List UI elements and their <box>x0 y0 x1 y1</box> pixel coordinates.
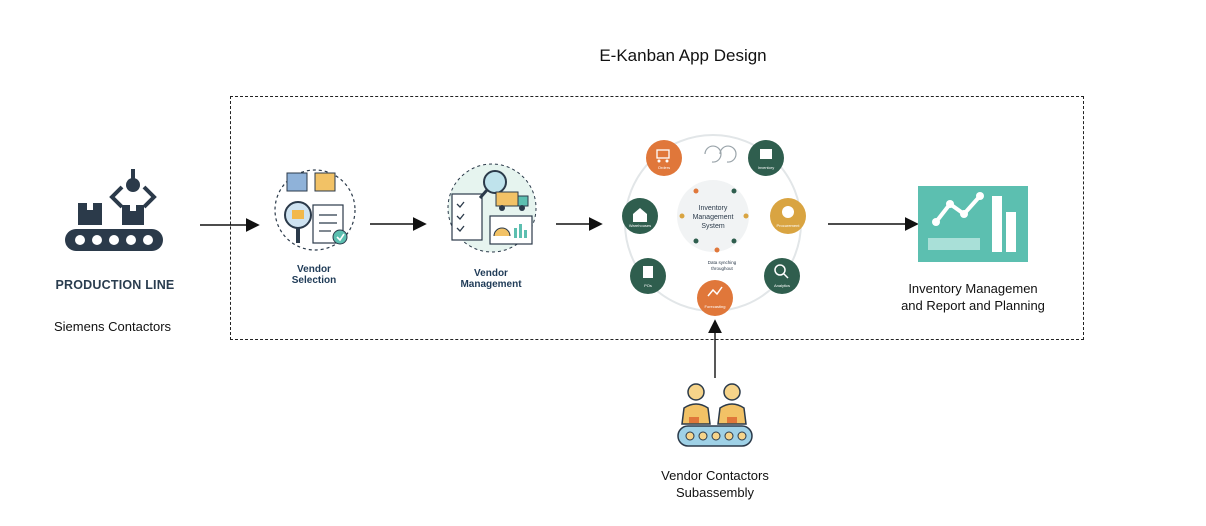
ims-note-line2: throughout <box>711 266 733 271</box>
vendor-selection-icon <box>274 169 356 251</box>
vendor-contactors-line1: Vendor Contactors <box>661 468 769 483</box>
ims-node-pos: POs <box>630 258 666 294</box>
inventory-report-line2: and Report and Planning <box>901 298 1045 313</box>
ims-node-procurement: Procurement <box>770 198 806 234</box>
ims-node-forecasting-label: Forecasting <box>705 304 726 309</box>
vendor-management-label: Vendor Management <box>452 268 530 290</box>
ims-center-line2: Management <box>693 214 734 221</box>
ims-node-analytics-label: Analytics <box>774 283 790 288</box>
inventory-report-line1: Inventory Managemen <box>908 281 1038 296</box>
vendor-contactors-label: Vendor Contactors Subassembly <box>634 467 796 501</box>
vendor-selection-label: Vendor Selection <box>278 264 350 286</box>
vendor-management-line1: Vendor <box>474 268 508 279</box>
ims-node-analytics: Analytics <box>764 258 800 294</box>
inventory-report-chart-icon <box>918 186 1028 262</box>
production-line-heading: PRODUCTION LINE <box>55 278 175 292</box>
ims-node-warehouses-label: Warehouses <box>629 223 651 228</box>
vendor-management-icon <box>447 163 537 253</box>
production-line-icon <box>65 169 163 251</box>
vendor-contactors-line2: Subassembly <box>675 485 755 500</box>
ims-note-line1: Data synching <box>708 260 737 265</box>
ims-node-orders-label: Orders <box>658 165 670 170</box>
ims-node-inventory: Inventory <box>748 140 784 176</box>
ims-node-pos-label: POs <box>644 283 652 288</box>
ims-node-inventory-label: Inventory <box>758 165 774 170</box>
diagram-title: E-Kanban App Design <box>599 46 767 65</box>
ims-center-line3: System <box>701 223 725 230</box>
vendor-selection-line1: Vendor <box>297 264 331 275</box>
inventory-report-label: Inventory Managemen and Report and Plann… <box>882 280 1064 314</box>
ims-center-line1: Inventory <box>699 205 728 212</box>
ims-node-orders: Orders <box>646 140 682 176</box>
ims-node-procurement-label: Procurement <box>777 223 801 228</box>
vendor-contactors-subassembly-icon <box>677 383 753 447</box>
ims-node-forecasting: Forecasting <box>697 280 733 316</box>
vendor-management-line2: Management <box>460 279 522 290</box>
app-boundary-box <box>230 96 1084 340</box>
production-line-caption: Siemens Contactors <box>53 319 172 334</box>
vendor-selection-line2: Selection <box>291 275 337 286</box>
ims-node-warehouses: Warehouses <box>622 198 658 234</box>
inventory-management-system-diagram: Inventory Management System Data synchin… <box>622 134 806 316</box>
